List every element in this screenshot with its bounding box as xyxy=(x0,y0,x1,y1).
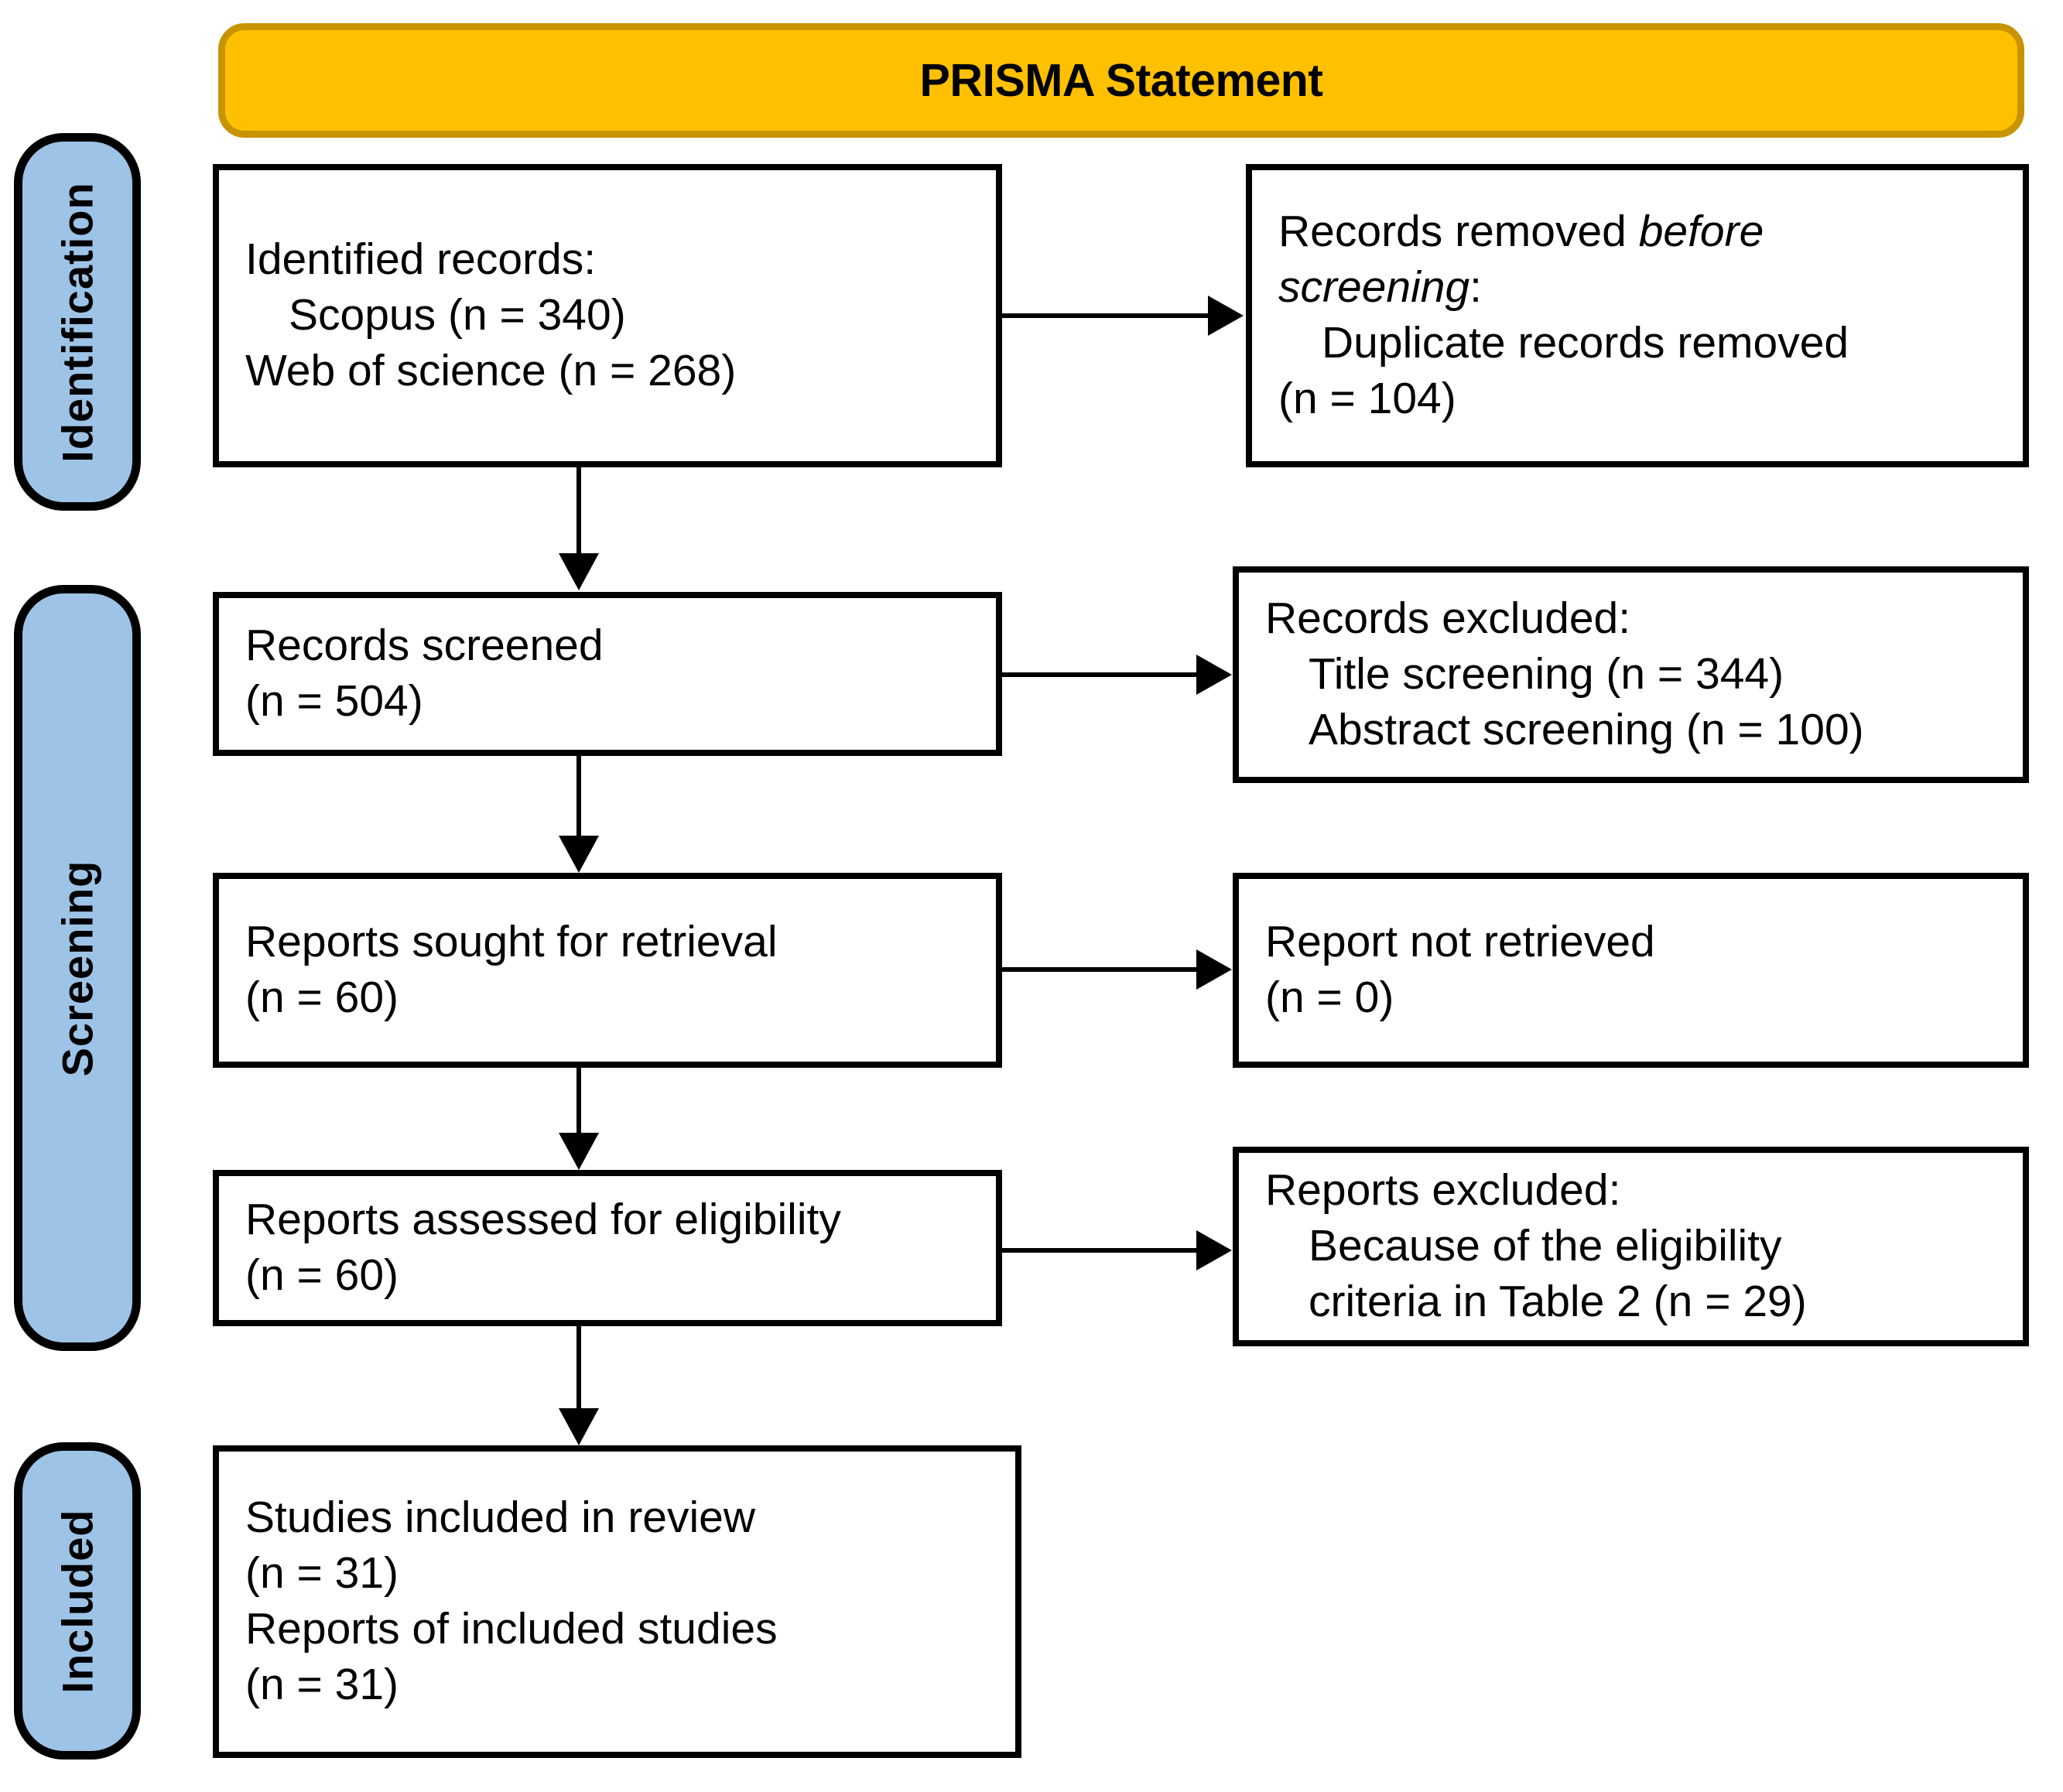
box-records-removed-before-screening: Records removed before screening: Duplic… xyxy=(1246,164,2029,467)
stage-label-identification-text: Identification xyxy=(53,181,102,463)
arrow-sought-to-assessed xyxy=(576,1068,581,1134)
arrow-sought-to-not-retrieved xyxy=(1002,967,1198,972)
box-identified-records: Identified records: Scopus (n = 340) Web… xyxy=(213,164,1002,467)
records-removed-heading-text: Records removed xyxy=(1278,207,1639,257)
box-reports-excluded: Reports excluded: Because of the eligibi… xyxy=(1233,1147,2029,1346)
box-studies-included: Studies included in review (n = 31) Repo… xyxy=(213,1445,1021,1758)
records-removed-heading-emphasis-2: screening xyxy=(1278,262,1470,313)
studies-included-count: (n = 31) xyxy=(245,1548,399,1599)
reports-sought-label: Reports sought for retrieval xyxy=(245,917,778,967)
stage-label-screening-text: Screening xyxy=(53,860,102,1076)
reports-of-included-studies-count: (n = 31) xyxy=(245,1659,399,1709)
records-removed-heading-line2: screening: xyxy=(1278,260,1996,316)
stage-label-identification: Identification xyxy=(14,133,141,511)
reports-excluded-reason-line2: criteria in Table 2 (n = 29) xyxy=(1309,1276,1807,1326)
page-title: PRISMA Statement xyxy=(919,55,1323,106)
prisma-statement-banner: PRISMA Statement xyxy=(218,23,2024,138)
identified-records-heading: Identified records: xyxy=(245,234,597,285)
arrow-assessed-to-included xyxy=(576,1326,581,1410)
reports-of-included-studies-label: Reports of included studies xyxy=(245,1604,778,1653)
records-screened-count: (n = 504) xyxy=(245,676,423,726)
box-reports-sought-for-retrieval: Reports sought for retrieval (n = 60) xyxy=(213,873,1002,1068)
duplicate-records-removed-count: (n = 104) xyxy=(1278,373,1456,423)
reports-sought-count: (n = 60) xyxy=(245,973,399,1022)
box-records-excluded: Records excluded: Title screening (n = 3… xyxy=(1233,566,2029,783)
stage-label-included-text: Included xyxy=(53,1508,102,1694)
records-removed-heading-line1: Records removed before xyxy=(1278,204,1996,260)
stage-label-screening: Screening xyxy=(14,585,141,1351)
box-report-not-retrieved: Report not retrieved (n = 0) xyxy=(1233,873,2029,1068)
reports-assessed-label: Reports assessed for eligibility xyxy=(245,1195,841,1245)
reports-assessed-count: (n = 60) xyxy=(245,1250,399,1300)
records-excluded-abstract-screening: Abstract screening (n = 100) xyxy=(1309,704,1864,754)
box-reports-assessed-for-eligibility: Reports assessed for eligibility (n = 60… xyxy=(213,1170,1002,1326)
identified-records-scopus: Scopus (n = 340) xyxy=(289,290,626,340)
arrow-screened-to-sought xyxy=(576,756,581,837)
report-not-retrieved-count: (n = 0) xyxy=(1265,973,1394,1022)
arrow-identified-to-removed xyxy=(1002,313,1209,318)
records-removed-heading-colon: : xyxy=(1469,262,1482,313)
records-screened-label: Records screened xyxy=(245,621,604,671)
records-removed-heading-emphasis: before xyxy=(1638,207,1764,257)
stage-label-included: Included xyxy=(14,1442,141,1760)
identified-records-wos: Web of science (n = 268) xyxy=(245,345,737,395)
arrow-screened-to-records-excluded xyxy=(1002,672,1198,677)
studies-included-label: Studies included in review xyxy=(245,1493,756,1543)
reports-excluded-heading: Reports excluded: xyxy=(1265,1165,1621,1216)
records-excluded-heading: Records excluded: xyxy=(1265,593,1631,644)
reports-excluded-reason-line1: Because of the eligibility xyxy=(1309,1221,1782,1271)
arrow-assessed-to-reports-excluded xyxy=(1002,1248,1198,1253)
box-records-screened: Records screened (n = 504) xyxy=(213,592,1002,756)
duplicate-records-removed-label: Duplicate records removed xyxy=(1322,318,1849,368)
records-excluded-title-screening: Title screening (n = 344) xyxy=(1309,649,1784,699)
arrow-identified-to-screened xyxy=(576,467,581,555)
report-not-retrieved-label: Report not retrieved xyxy=(1265,917,1655,967)
